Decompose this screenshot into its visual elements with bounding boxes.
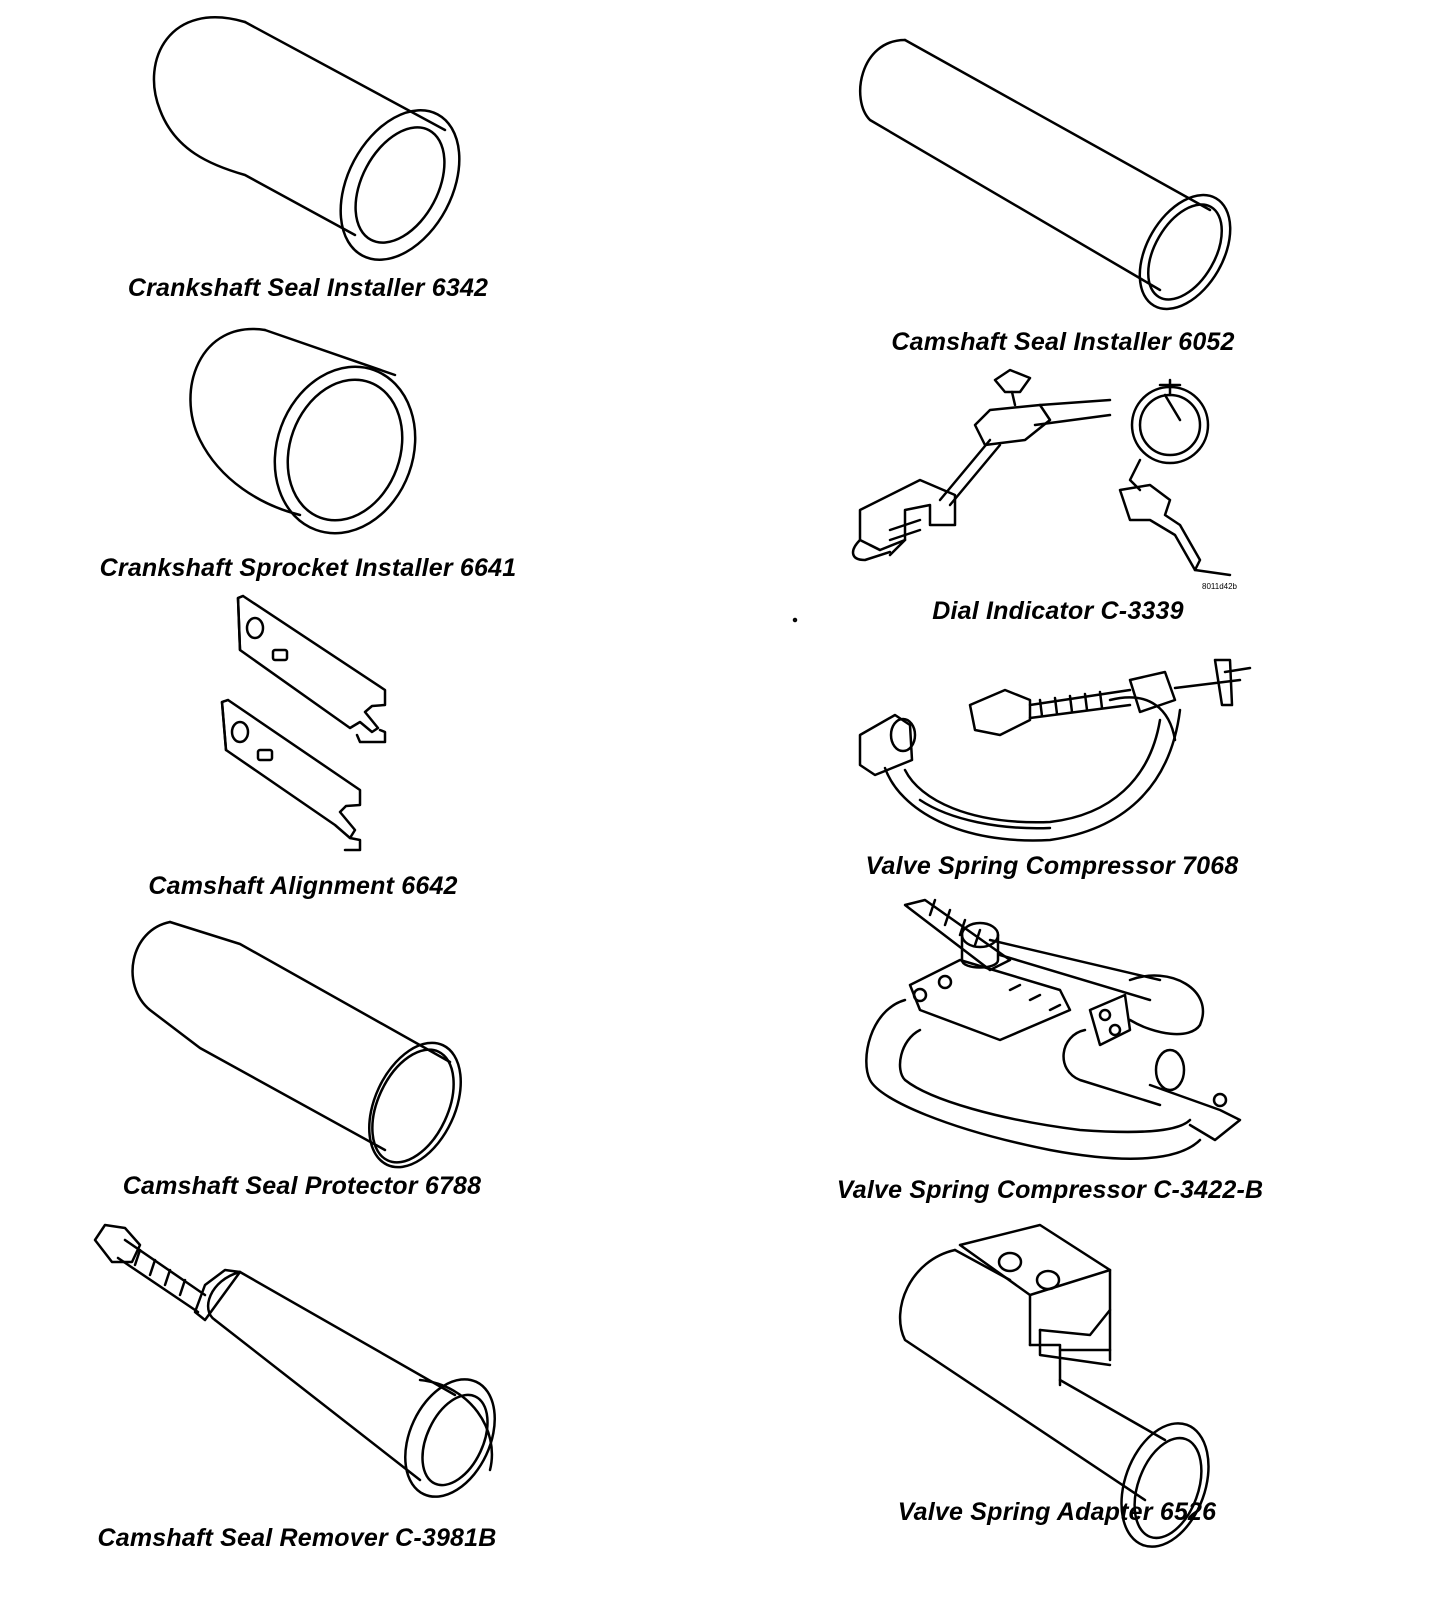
- caption-valve-spring-compressor-7068: Valve Spring Compressor 7068: [865, 852, 1239, 880]
- camshaft-seal-remover-drawing: [95, 1225, 512, 1511]
- caption-crankshaft-seal-installer: Crankshaft Seal Installer 6342: [127, 274, 489, 302]
- crankshaft-sprocket-installer-drawing: [190, 329, 438, 553]
- figure-code-label: 8011d42b: [1202, 582, 1237, 591]
- camshaft-seal-installer-6052-drawing: [860, 40, 1249, 325]
- crankshaft-seal-installer-drawing: [154, 17, 484, 280]
- valve-spring-compressor-7068-drawing: [860, 660, 1250, 840]
- valve-spring-adapter-drawing: [900, 1225, 1224, 1559]
- caption-valve-spring-adapter: Valve Spring Adapter 6526: [897, 1498, 1217, 1526]
- caption-dial-indicator: Dial Indicator C-3339: [932, 597, 1184, 625]
- caption-camshaft-seal-protector: Camshaft Seal Protector 6788: [122, 1172, 482, 1200]
- caption-crankshaft-sprocket-installer: Crankshaft Sprocket Installer 6641: [99, 554, 517, 582]
- caption-camshaft-alignment: Camshaft Alignment 6642: [148, 872, 458, 900]
- stray-dot: [794, 619, 796, 621]
- camshaft-alignment-drawing: [222, 596, 385, 850]
- dial-indicator-drawing: [853, 370, 1230, 575]
- caption-camshaft-seal-remover: Camshaft Seal Remover C-3981B: [97, 1524, 497, 1552]
- valve-spring-compressor-c3422b-drawing: [866, 900, 1240, 1159]
- camshaft-seal-protector-drawing: [133, 922, 480, 1182]
- caption-camshaft-seal-installer-6052: Camshaft Seal Installer 6052: [891, 328, 1235, 356]
- caption-valve-spring-compressor-c3422b: Valve Spring Compressor C-3422-B: [836, 1176, 1264, 1204]
